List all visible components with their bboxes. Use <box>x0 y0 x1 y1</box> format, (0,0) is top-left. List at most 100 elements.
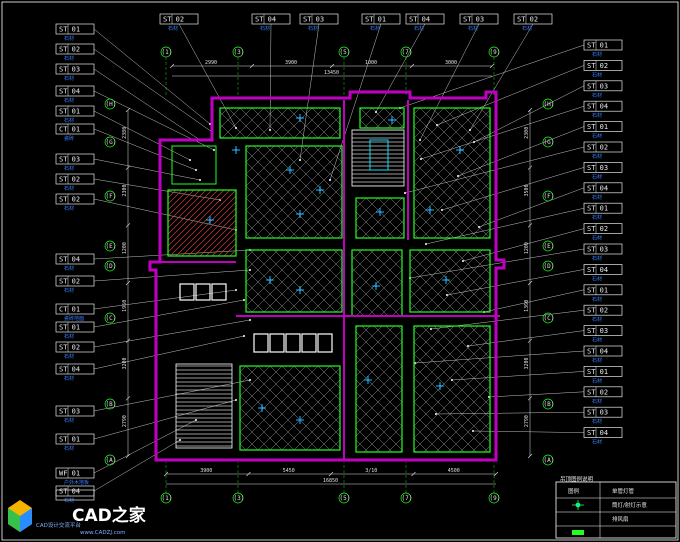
tag-box <box>583 202 623 214</box>
room-j <box>413 107 491 239</box>
fixture-dot <box>298 288 302 292</box>
tag-subtitle: 石材 <box>592 214 602 221</box>
tag-code: ST 03 <box>303 16 324 24</box>
axis-label: (7) <box>402 495 413 502</box>
left-dim-tick <box>125 280 131 286</box>
bottom-dim-label: 3900 <box>200 468 212 474</box>
fixture-dot <box>318 188 322 192</box>
axis-label: (B) <box>106 401 117 408</box>
tag-box <box>583 39 623 51</box>
tag-subtitle: 石材 <box>370 25 380 32</box>
tag-box <box>583 304 623 316</box>
tag-subtitle: 石材 <box>64 97 74 104</box>
axis-label: (H) <box>544 101 555 108</box>
tag-subtitle: 石材 <box>592 194 602 201</box>
tag-box <box>361 13 401 25</box>
left-dim-label: 1200 <box>122 242 128 254</box>
axis-bubble <box>232 46 244 58</box>
axis-bubble <box>160 492 172 504</box>
stair-top <box>351 129 405 187</box>
axis-bubble <box>104 260 116 272</box>
tag-box <box>55 253 95 265</box>
leader-line <box>473 85 585 143</box>
leader-line <box>93 128 197 171</box>
room-b <box>245 145 343 239</box>
left-dim-tick <box>125 223 131 228</box>
tag-box <box>583 141 623 153</box>
bottom-dim-tick <box>163 471 169 477</box>
tag-box <box>583 121 623 132</box>
tag-code: ST 03 <box>59 408 80 416</box>
tag-code: ST 01 <box>587 368 608 376</box>
top-dim-label: 1000 <box>365 60 377 66</box>
fan-symbol-icon <box>572 530 584 535</box>
tag-box <box>55 123 95 135</box>
right-dim-label: 3500 <box>524 184 530 196</box>
tag-subtitle: 石材 <box>592 296 602 303</box>
tag-box <box>55 85 95 97</box>
axis-bubble <box>104 398 116 410</box>
tag-code: ST 03 <box>587 409 608 417</box>
leader-line <box>93 299 245 328</box>
tag-code: ST 04 <box>587 348 608 356</box>
axis-bubble <box>232 492 244 504</box>
tag-subtitle: 石材 <box>592 398 602 405</box>
right-dim-tick <box>527 396 533 401</box>
room-d <box>239 365 341 451</box>
tag-code: ST 04 <box>587 184 608 192</box>
tag-box <box>55 341 95 353</box>
bathroom <box>171 145 217 185</box>
top-dim-tick <box>169 63 175 69</box>
top-dim-tick <box>489 63 495 69</box>
fixture-dot <box>428 208 432 212</box>
room-k <box>359 107 405 129</box>
herringbone-room <box>167 189 237 257</box>
tag-code: ST 04 <box>587 103 608 111</box>
bottom-dim-tick <box>411 471 416 477</box>
tag-subtitle: 石材 <box>592 337 602 344</box>
tag-subtitle: 石材 <box>592 275 602 282</box>
tag-subtitle: 瓷砖 <box>64 135 74 142</box>
fixture-dot <box>260 406 264 410</box>
tag-subtitle: 石材 <box>64 185 74 192</box>
axis-bubble <box>400 46 412 58</box>
leader-dot <box>248 318 252 322</box>
bottom-dim-label: 5450 <box>283 468 295 474</box>
tag-box <box>55 153 95 165</box>
axis-label: (A) <box>544 457 555 464</box>
axis-bubble <box>542 454 554 466</box>
legend-row-2: 筒灯/射灯示意 <box>612 501 647 509</box>
tag-subtitle: 石材 <box>64 55 74 62</box>
leader-line <box>472 430 585 433</box>
tag-subtitle: 石材 <box>592 133 602 140</box>
left-dim-label: 2790 <box>122 415 128 427</box>
leader-dot <box>234 288 238 292</box>
tag-box <box>583 162 623 173</box>
right-dim-label: 2790 <box>524 415 530 427</box>
axis-label: (H) <box>106 101 117 108</box>
top-dim-label: 3900 <box>285 60 297 66</box>
axis-bubble <box>542 136 554 148</box>
floor-plan <box>148 90 506 462</box>
leader-line <box>93 110 191 161</box>
